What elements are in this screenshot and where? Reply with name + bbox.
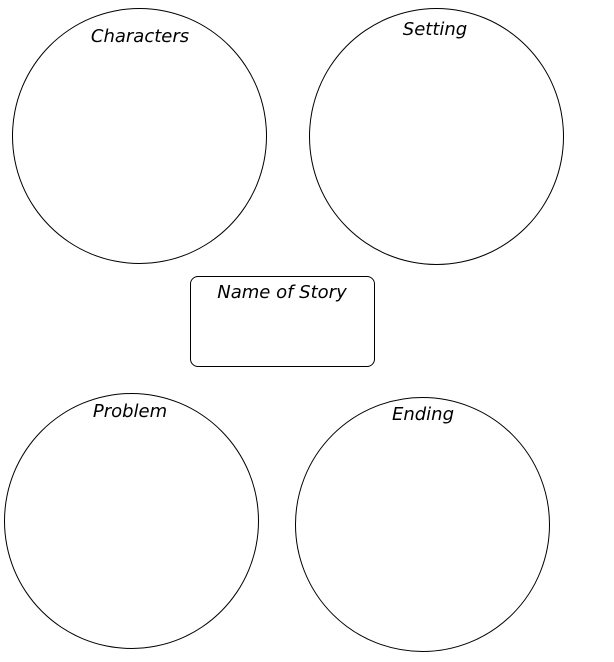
setting-label: Setting	[402, 19, 468, 40]
name-of-story-label: Name of Story	[217, 282, 347, 303]
ending-circle	[295, 397, 550, 652]
characters-label: Characters	[90, 26, 190, 47]
problem-circle	[4, 393, 259, 649]
ending-label: Ending	[391, 404, 455, 425]
setting-circle	[309, 8, 564, 265]
characters-circle	[12, 8, 267, 264]
problem-label: Problem	[92, 401, 168, 422]
name-of-story-box	[190, 276, 375, 367]
